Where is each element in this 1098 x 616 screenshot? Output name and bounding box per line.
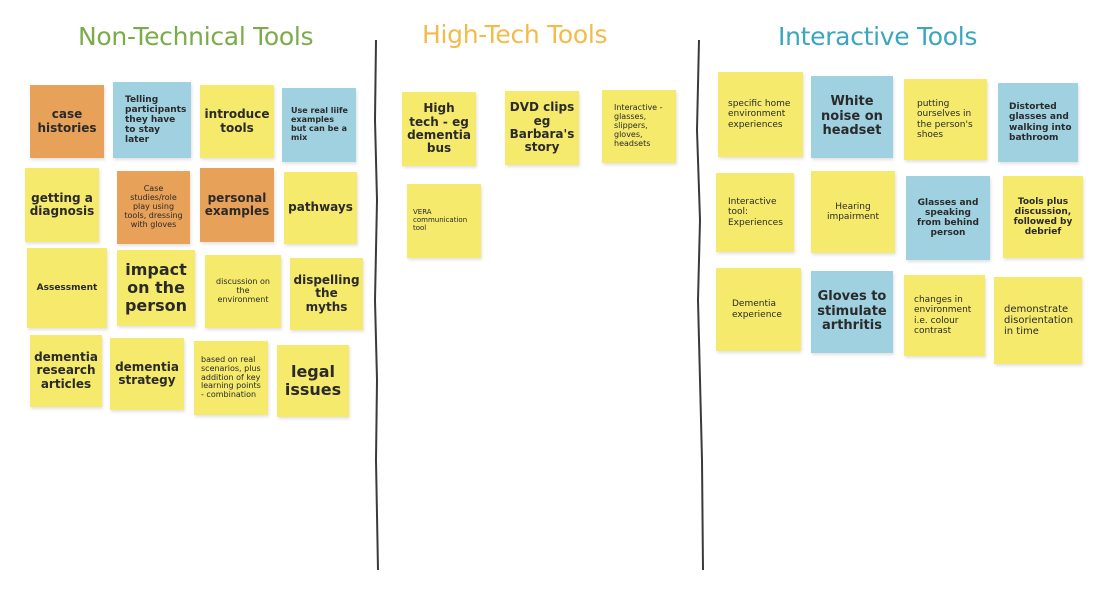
sticky-note: Interactive tool: Experiences [716,173,794,252]
sticky-note: Use real liife examples but can be a mix [282,88,356,162]
sticky-note: case histories [30,85,104,158]
sticky-note: introduce tools [200,85,274,158]
sticky-note: dispelling the myths [290,258,363,330]
sticky-note: Gloves to stimulate arthritis [811,271,893,353]
non-technical-tools-heading: Non-Technical Tools [78,22,314,51]
sticky-note: DVD clips eg Barbara's story [505,91,579,165]
sticky-note: specific home environment experiences [718,72,803,157]
sticky-note: getting a diagnosis [25,168,99,242]
sticky-note: Dementia experience [716,268,801,351]
sticky-note: White noise on headset [811,76,893,158]
sticky-note: dementia strategy [110,338,184,410]
sticky-note: Case studies/role play using tools, dres… [117,171,190,244]
sticky-note: VERA communication tool [407,184,481,258]
sticky-note: Distorted glasses and walking into bathr… [998,83,1078,162]
sticky-note: discussion on the environment [205,255,281,328]
sticky-note: changes in environment i.e. colour contr… [904,275,985,356]
sticky-note: impact on the person [117,250,195,326]
divider-line-right [695,39,704,571]
sticky-note: based on real scenarios, plus addition o… [194,341,268,415]
interactive-tools-heading: Interactive Tools [778,22,978,51]
sticky-note: legal issues [277,345,349,417]
sticky-note: putting ourselves in the person's shoes [904,79,987,160]
sticky-note: Telling participants they have to stay l… [113,82,191,158]
sticky-note: Tools plus discussion, followed by debri… [1003,176,1083,258]
sticky-note: Glasses and speaking from behind person [906,176,990,260]
sticky-note: dementia research articles [30,335,102,407]
sticky-note: High tech - eg dementia bus [402,92,476,166]
sticky-note: pathways [284,172,357,244]
sticky-note: personal examples [200,168,274,242]
sticky-note: demonstrate disorientation in time [994,277,1082,364]
divider-line-left [373,39,379,571]
high-tech-tools-heading: High-Tech Tools [422,20,608,49]
sticky-note: Interactive - glasses, slippers, gloves,… [602,90,676,163]
sticky-note: Hearing impairment [811,171,895,253]
sticky-note: Assessment [27,248,107,328]
